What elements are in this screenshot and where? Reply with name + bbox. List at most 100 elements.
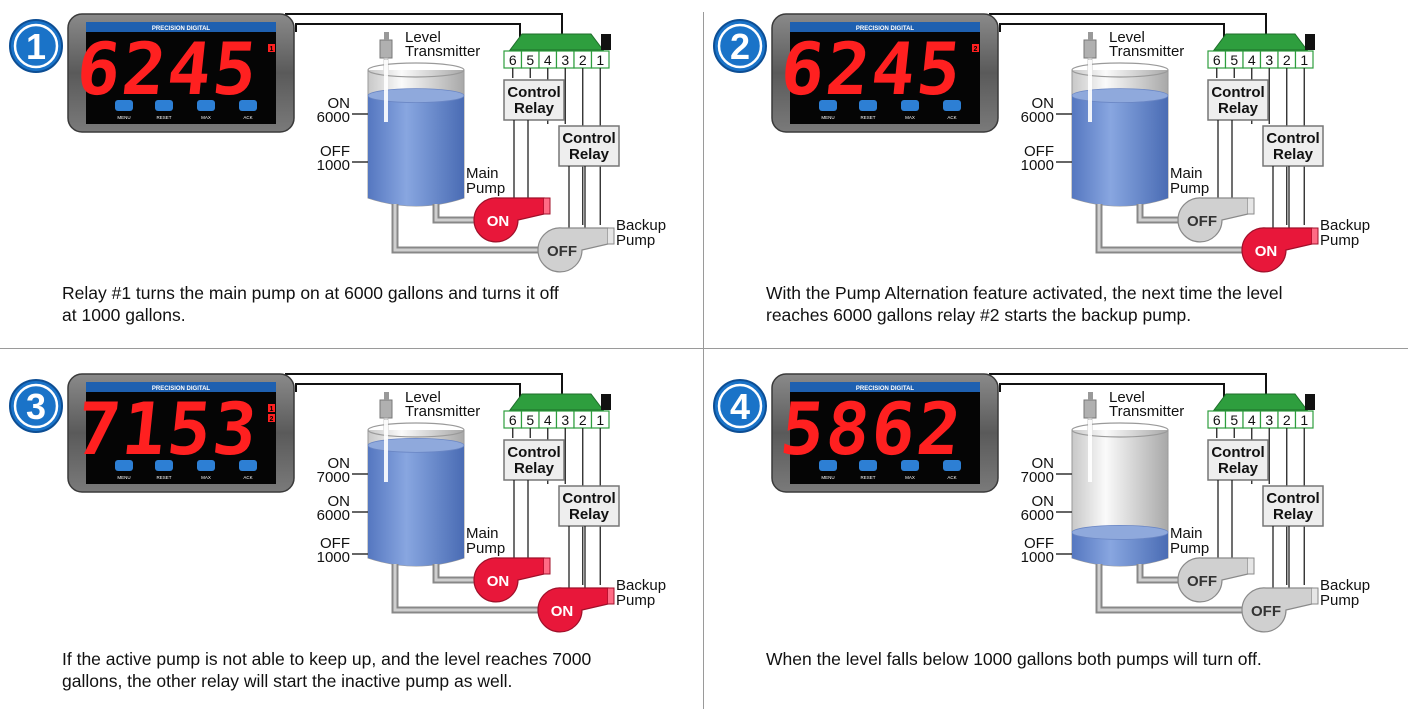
control-relay-1-label: Control [1211,444,1264,461]
terminal-number: 1 [596,412,604,428]
meter-button [859,100,877,111]
relay-indicator-label: 1 [270,406,274,413]
step-caption: With the Pump Alternation feature activa… [766,282,1376,326]
main-pump-label: Pump [466,180,505,197]
meter-button-label: ACK [243,475,252,480]
control-relay-2-label: Control [562,130,615,147]
caption-line: gallons, the other relay will start the … [62,671,513,691]
meter-button [197,100,215,111]
terminal-number: 5 [526,412,534,428]
meter-brand-strip [86,22,276,32]
control-relay-2-label: Relay [1273,506,1314,523]
control-relay-1 [503,79,565,121]
level-mark-value: 6000 [317,109,350,126]
transmitter-label: Transmitter [1109,403,1184,420]
control-relay-1-label: Relay [514,100,555,117]
meter-button-label: MAX [905,475,915,480]
control-relay-2 [558,485,620,527]
meter-brand: PRECISION DIGITAL [856,26,915,32]
transmitter-head [1083,39,1097,59]
step-badge [9,19,63,73]
transmitter-label: Transmitter [405,403,480,420]
step-number: 3 [26,386,46,427]
level-mark-state: ON [328,493,351,510]
control-relay-1 [1207,439,1269,481]
main-pump-pipe [432,204,480,224]
tank-water [1072,95,1168,206]
level-mark-state: ON [328,455,351,472]
level-mark-value: 6000 [1021,109,1054,126]
step-number: 4 [730,386,750,427]
terminal-number: 6 [1213,412,1221,428]
meter-button-label: MAX [201,115,211,120]
transmitter-label: Level [1109,389,1145,406]
backup-pump [537,587,609,633]
terminal-number: 2 [1283,52,1291,68]
caption-line: reaches 6000 gallons relay #2 starts the… [766,305,1192,325]
control-relay-2 [1262,125,1324,167]
transmitter-label: Level [405,389,441,406]
caption-line: With the Pump Alternation feature activa… [766,283,1283,303]
transmitter-label: Transmitter [405,43,480,60]
step-number: 1 [26,26,46,67]
meter-button [901,460,919,471]
control-relay-2-label: Control [1266,130,1319,147]
meter-button [115,100,133,111]
transmitter-head [379,399,393,419]
backup-pump-state: ON [1255,243,1278,260]
relay-indicator [268,404,275,412]
backup-pump-label: Backup [1320,577,1370,594]
transmitter-label: Level [1109,29,1145,46]
control-relay-1-label: Relay [1218,100,1259,117]
meter-reading: 6245 [777,28,967,112]
relay-indicator [268,44,275,52]
control-relay-2 [1262,485,1324,527]
meter-brand: PRECISION DIGITAL [856,386,915,392]
terminal-number: 2 [579,412,587,428]
control-relay-2-label: Relay [1273,146,1314,163]
meter-reading: 5862 [777,388,967,472]
meter-button [943,100,961,111]
terminal-number: 4 [544,52,552,68]
tank-rim [367,422,465,438]
main-pump-label: Main [1170,525,1203,542]
control-relay-2 [558,125,620,167]
main-pump-pipe [1136,204,1184,224]
meter-button [819,100,837,111]
water-surface [1071,88,1169,103]
meter-brand-strip [790,382,980,392]
meter-button [901,100,919,111]
transmitter-head [379,39,393,59]
backup-pump-label: Backup [1320,217,1370,234]
main-pump-label: Pump [1170,180,1209,197]
meter-button-label: ACK [243,115,252,120]
transmitter-head [1083,399,1097,419]
power-wire [999,383,1225,398]
main-pump-state: OFF [1187,573,1217,590]
main-pump-label: Main [466,525,499,542]
terminal-number: 1 [1300,52,1308,68]
terminal-number: 2 [579,52,587,68]
control-relay-1 [503,439,565,481]
level-mark-state: OFF [320,143,350,160]
meter-button [197,460,215,471]
main-pump-label: Pump [1170,540,1209,557]
step-caption: Relay #1 turns the main pump on at 6000 … [62,282,672,326]
step-badge [9,379,63,433]
transmitter-label: Level [405,29,441,46]
step-number: 2 [730,26,750,67]
level-mark-value: 6000 [1021,507,1054,524]
control-relay-1-label: Relay [514,460,555,477]
meter-button-label: MENU [117,115,130,120]
meter-button-label: RESET [860,115,875,120]
meter-brand: PRECISION DIGITAL [152,386,211,392]
meter-button [943,460,961,471]
meter-button-label: RESET [860,475,875,480]
meter-button-label: RESET [156,115,171,120]
meter-button-label: MENU [821,475,834,480]
terminal-block-top [1213,33,1308,51]
